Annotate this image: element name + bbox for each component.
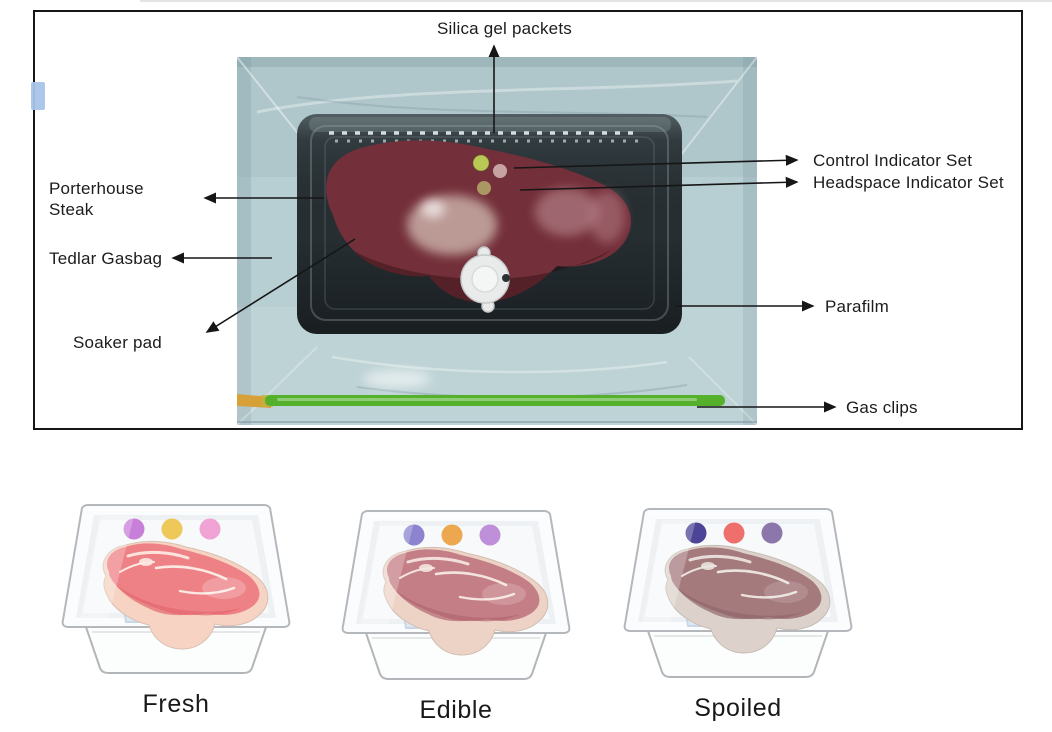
steak-illustration: [382, 546, 549, 656]
steak-illustration: [102, 540, 269, 650]
tedlar-gasbag-label: Tedlar Gasbag: [49, 249, 163, 268]
porterhouse-steak-label: Porterhouse Steak: [49, 179, 144, 219]
stage-card-edible: Edible: [336, 502, 576, 725]
meat-tray-illustration: [61, 504, 291, 674]
silica-gel-label: Silica gel packets: [437, 19, 572, 38]
indicator-dot-3: [199, 518, 221, 540]
stage-label: Edible: [419, 696, 493, 724]
freshness-indicator-dots: [123, 518, 221, 540]
indicator-dot-2: [723, 522, 745, 544]
stage-card-fresh: Fresh: [56, 496, 296, 719]
indicator-dot-3: [761, 522, 783, 544]
freshness-indicator-dots: [403, 524, 501, 546]
steak-illustration: [664, 544, 831, 654]
indicator-dot-1: [123, 518, 145, 540]
soaker-pad-label: Soaker pad: [73, 333, 162, 352]
indicator-dot-2: [441, 524, 463, 546]
freshness-indicator-dots: [685, 522, 783, 544]
lid-reflection: [360, 522, 414, 626]
page-top-rule: [140, 0, 1052, 2]
stage-label: Spoiled: [694, 694, 782, 722]
meat-tray-illustration: [623, 508, 853, 678]
tray-base: [647, 630, 829, 678]
septum-valve-graphic: [460, 246, 510, 313]
indicator-dot-3: [479, 524, 501, 546]
indicator-dot-1: [403, 524, 425, 546]
gas-clips-graphic: [237, 394, 757, 423]
stage-label: Fresh: [142, 690, 210, 718]
packaging-photo: [237, 57, 757, 425]
stage-card-spoiled: Spoiled: [618, 500, 858, 723]
packaging-diagram-panel: Silica gel packets Porterhouse Steak Ted…: [31, 10, 1023, 430]
lid-reflection: [80, 516, 134, 620]
porterhouse-steak-graphic: [326, 140, 632, 303]
headspace-indicator-label: Headspace Indicator Set: [813, 173, 1004, 192]
bag-wrinkles-graphic: [331, 355, 688, 399]
gas-clips-label: Gas clips: [846, 398, 918, 417]
indicator-dot-1: [685, 522, 707, 544]
meat-tray-illustration: [341, 510, 571, 680]
control-indicator-label: Control Indicator Set: [813, 151, 973, 170]
indicator-dots-graphic: [472, 154, 507, 195]
left-border-highlight: [31, 82, 45, 110]
indicator-dot-2: [161, 518, 183, 540]
silica-gel-packets-graphic: [329, 131, 645, 143]
parafilm-label: Parafilm: [825, 297, 889, 316]
lid-reflection: [642, 520, 696, 624]
